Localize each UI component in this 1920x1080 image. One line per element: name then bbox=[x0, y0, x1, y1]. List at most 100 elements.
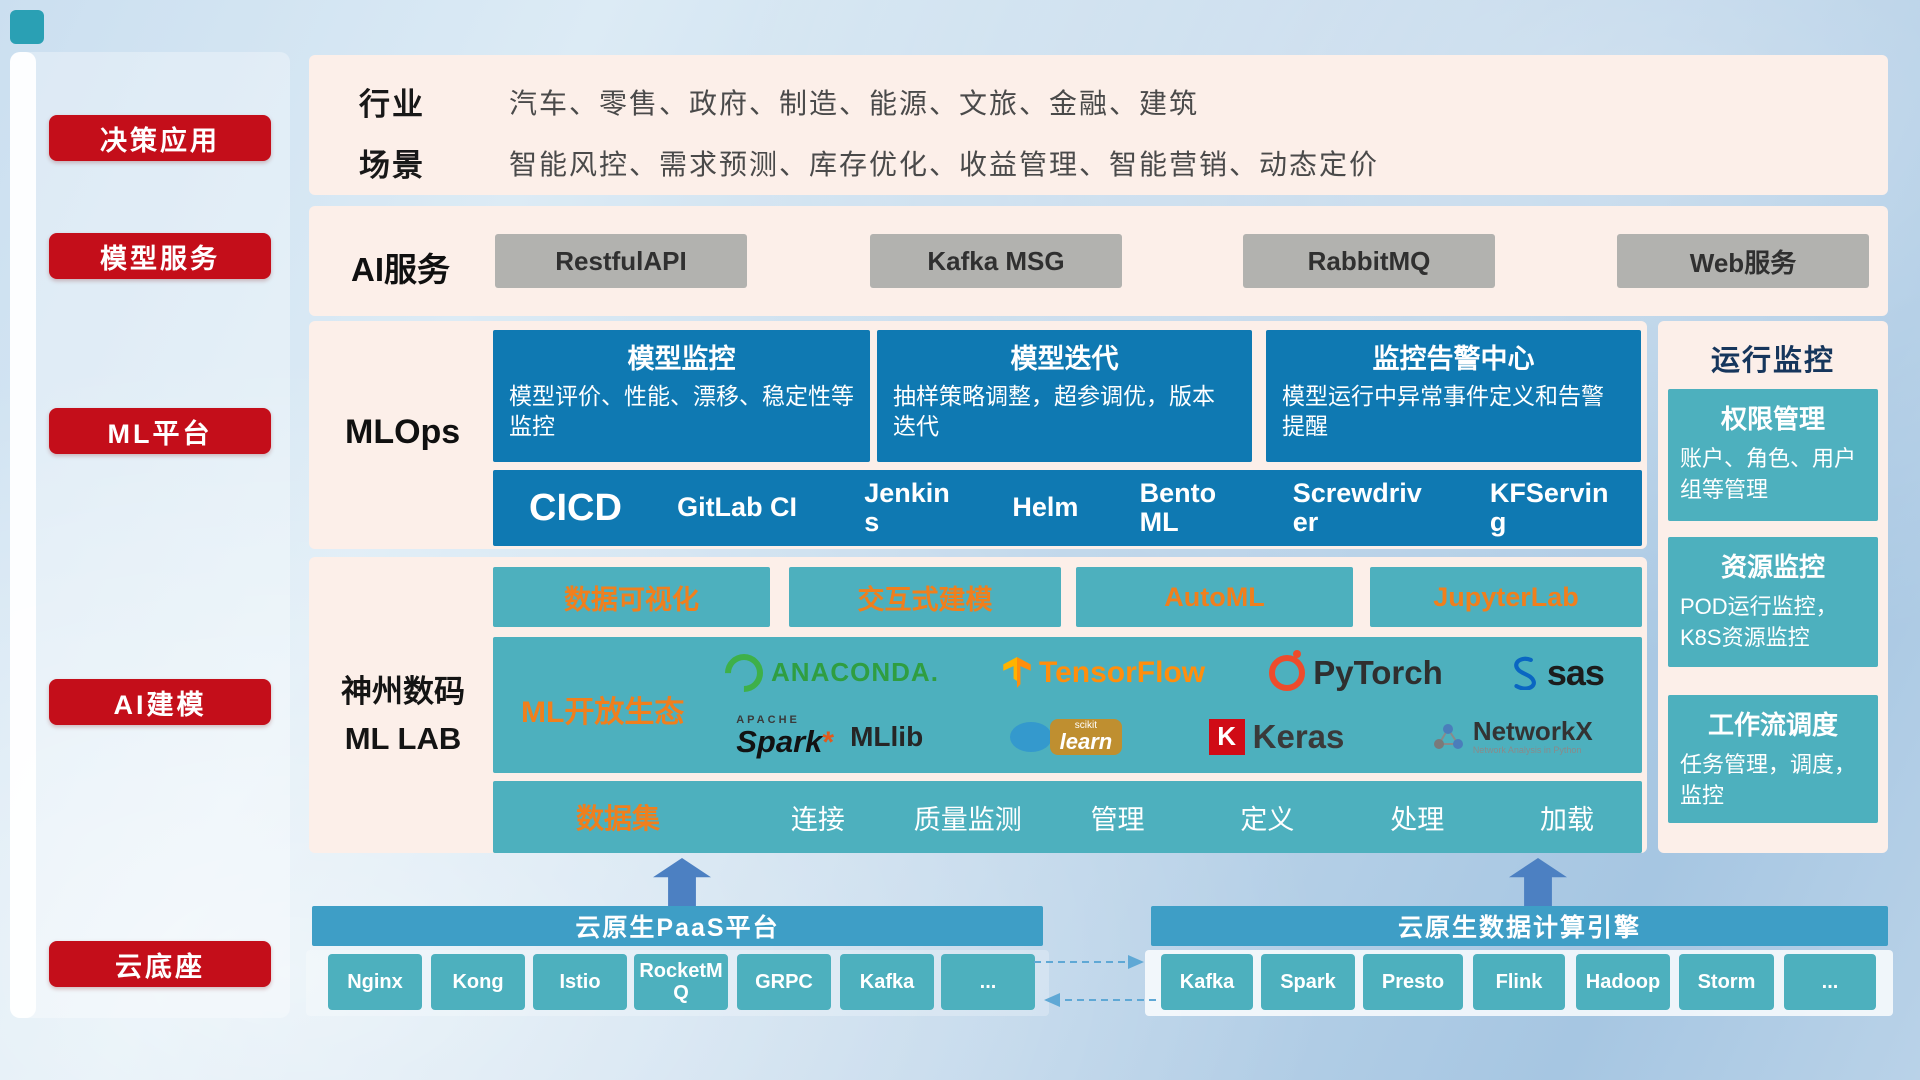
card-title: 工作流调度 bbox=[1707, 710, 1838, 740]
sidebar-item-label: ML平台 bbox=[107, 418, 213, 449]
card-alert-center: 监控告警中心 模型运行中异常事件定义和告警提醒 bbox=[1266, 330, 1641, 462]
chip-istio: Istio bbox=[533, 954, 627, 1010]
dataset-item-manage: 管理 bbox=[1090, 804, 1145, 835]
chip-paas-more: ... bbox=[941, 954, 1035, 1010]
networkx-label: NetworkX bbox=[1472, 716, 1593, 747]
sidebar-item-label: AI建模 bbox=[113, 689, 207, 720]
chip-rocketmq: RocketMQ bbox=[634, 954, 728, 1010]
mlops-band: MLOps 模型监控 模型评价、性能、漂移、稳定性等监控 模型迭代 抽样策略调整… bbox=[309, 321, 1647, 549]
sidebar-strip bbox=[10, 52, 36, 1018]
cicd-item-helm: Helm bbox=[1012, 492, 1079, 523]
sidebar-item-label: 云底座 bbox=[115, 951, 205, 982]
logo-row-2: APACHE Spark* MLlib scikit learn K bbox=[693, 715, 1636, 758]
mlops-label: MLOps bbox=[345, 413, 461, 451]
service-box-label: RabbitMQ bbox=[1307, 245, 1431, 276]
service-box-web: Web服务 bbox=[1617, 234, 1869, 288]
mllab-label: 神州数码 ML LAB bbox=[319, 669, 487, 762]
data-engine-title: 云原生数据计算引擎 bbox=[1397, 914, 1641, 942]
spark-label: Spark bbox=[736, 724, 823, 760]
card-desc: 模型评价、性能、漂移、稳定性等监控 bbox=[509, 383, 854, 440]
tensorflow-label: TensorFlow bbox=[1039, 655, 1206, 689]
anaconda-label: ANACONDA. bbox=[771, 657, 939, 688]
mllab-label-line1: 神州数码 bbox=[341, 674, 465, 709]
mllab-band: 神州数码 ML LAB 数据可视化 交互式建模 AutoML JupyterLa… bbox=[309, 557, 1647, 853]
ai-service-band: AI服务 RestfulAPI Kafka MSG RabbitMQ Web服务 bbox=[309, 206, 1888, 316]
dataset-item-process: 处理 bbox=[1390, 804, 1445, 835]
spark-mllib-logo: APACHE Spark* MLlib bbox=[736, 715, 923, 758]
cicd-item-bentoml: BentoML bbox=[1139, 477, 1217, 537]
sidebar-item-decision-apps: 决策应用 bbox=[49, 115, 271, 161]
card-resource-monitoring: 资源监控 POD运行监控，K8S资源监控 bbox=[1668, 537, 1878, 667]
apache-label: APACHE bbox=[736, 714, 800, 727]
card-desc: 账户、角色、用户组等管理 bbox=[1680, 446, 1857, 502]
paas-platform-title: 云原生PaaS平台 bbox=[575, 914, 780, 942]
card-title: 权限管理 bbox=[1720, 404, 1825, 434]
card-desc: 模型运行中异常事件定义和告警提醒 bbox=[1282, 383, 1604, 440]
networkx-subtitle: Network Analysis in Python bbox=[1472, 744, 1582, 755]
service-box-label: RestfulAPI bbox=[555, 245, 687, 276]
pytorch-label: PyTorch bbox=[1313, 653, 1443, 691]
cicd-label: CICD bbox=[529, 486, 622, 529]
card-model-monitoring: 模型监控 模型评价、性能、漂移、稳定性等监控 bbox=[493, 330, 870, 462]
tool-box-label: 交互式建模 bbox=[857, 584, 993, 615]
up-arrow-right bbox=[1509, 858, 1567, 906]
sidebar-item-ml-platform: ML平台 bbox=[49, 408, 271, 454]
sidebar-item-label: 模型服务 bbox=[100, 243, 220, 274]
cicd-item-screwdriver: Screwdriver bbox=[1292, 477, 1422, 537]
scenario-list: 智能风控、需求预测、库存优化、收益管理、智能营销、动态定价 bbox=[509, 149, 1380, 180]
service-box-kafka-msg: Kafka MSG bbox=[870, 234, 1122, 288]
card-workflow-scheduling: 工作流调度 任务管理，调度，监控 bbox=[1668, 695, 1878, 823]
cicd-item-jenkins: Jenkins bbox=[864, 477, 950, 537]
eco-label: ML开放生态 bbox=[521, 696, 685, 729]
dashed-connector-arrows bbox=[1034, 955, 1156, 1007]
card-desc: 抽样策略调整，超参调优，版本迭代 bbox=[893, 383, 1215, 440]
learn-label: learn bbox=[1059, 728, 1113, 754]
runtime-monitoring-panel: 运行监控 权限管理 账户、角色、用户组等管理 资源监控 POD运行监控，K8S资… bbox=[1658, 321, 1888, 853]
card-desc: POD运行监控，K8S资源监控 bbox=[1680, 594, 1838, 650]
networkx-logo: NetworkX Network Analysis in Python bbox=[1431, 718, 1593, 755]
sidebar-item-ai-modeling: AI建模 bbox=[49, 679, 271, 725]
keras-icon: K bbox=[1208, 718, 1245, 755]
dataset-item-quality: 质量监测 bbox=[913, 804, 1022, 835]
tool-box-data-viz: 数据可视化 bbox=[493, 567, 770, 627]
sas-icon bbox=[1514, 656, 1536, 690]
keras-label: Keras bbox=[1252, 717, 1345, 755]
tool-box-automl: AutoML bbox=[1076, 567, 1353, 627]
scenario-label: 场景 bbox=[359, 148, 425, 183]
chip-kong: Kong bbox=[431, 954, 525, 1010]
sas-logo: sas bbox=[1507, 652, 1605, 694]
sidebar-item-label: 决策应用 bbox=[100, 125, 220, 156]
chip-spark: Spark bbox=[1261, 954, 1355, 1010]
cicd-bar: CICD GitLab CI Jenkins Helm BentoML Scre… bbox=[493, 470, 1642, 546]
card-title: 模型迭代 bbox=[1010, 344, 1119, 374]
networkx-icon bbox=[1433, 723, 1463, 749]
mllib-label: MLlib bbox=[850, 720, 924, 752]
service-box-label: Web服务 bbox=[1689, 247, 1797, 278]
service-box-label: Kafka MSG bbox=[927, 245, 1065, 276]
dataset-item-connect: 连接 bbox=[790, 804, 845, 835]
logo-row-1: ANACONDA. TensorFlow PyTorch bbox=[693, 645, 1636, 700]
anaconda-logo: ANACONDA. bbox=[717, 645, 939, 700]
ml-ecosystem-block: ML开放生态 ANACONDA. TensorFlow bbox=[493, 637, 1642, 773]
dataset-label: 数据集 bbox=[575, 803, 660, 834]
tool-box-label: AutoML bbox=[1164, 581, 1265, 612]
runtime-monitoring-title: 运行监控 bbox=[1710, 345, 1835, 377]
industry-list: 汽车、零售、政府、制造、能源、文旅、金融、建筑 bbox=[509, 88, 1200, 119]
spark-stack: APACHE Spark* bbox=[736, 715, 834, 758]
spark-star-icon: * bbox=[822, 726, 835, 760]
chip-nginx: Nginx bbox=[328, 954, 422, 1010]
scikit-learn-logo: scikit learn bbox=[1009, 718, 1123, 755]
industry-scenario-band: 行业 汽车、零售、政府、制造、能源、文旅、金融、建筑 场景 智能风控、需求预测、… bbox=[309, 55, 1888, 195]
service-box-restfulapi: RestfulAPI bbox=[495, 234, 747, 288]
spark-word: Spark* bbox=[736, 726, 834, 758]
scikit-label: scikit bbox=[1074, 719, 1098, 731]
scikit-learn-icon bbox=[1009, 721, 1052, 752]
dataset-item-define: 定义 bbox=[1240, 804, 1295, 835]
scikit-learn-badge: scikit learn bbox=[1049, 718, 1123, 755]
keras-logo: K Keras bbox=[1208, 717, 1345, 756]
pytorch-icon bbox=[1269, 649, 1306, 691]
chip-hadoop: Hadoop bbox=[1576, 954, 1670, 1010]
sidebar-item-cloud-base: 云底座 bbox=[49, 941, 271, 987]
networkx-stack: NetworkX Network Analysis in Python bbox=[1473, 718, 1593, 755]
